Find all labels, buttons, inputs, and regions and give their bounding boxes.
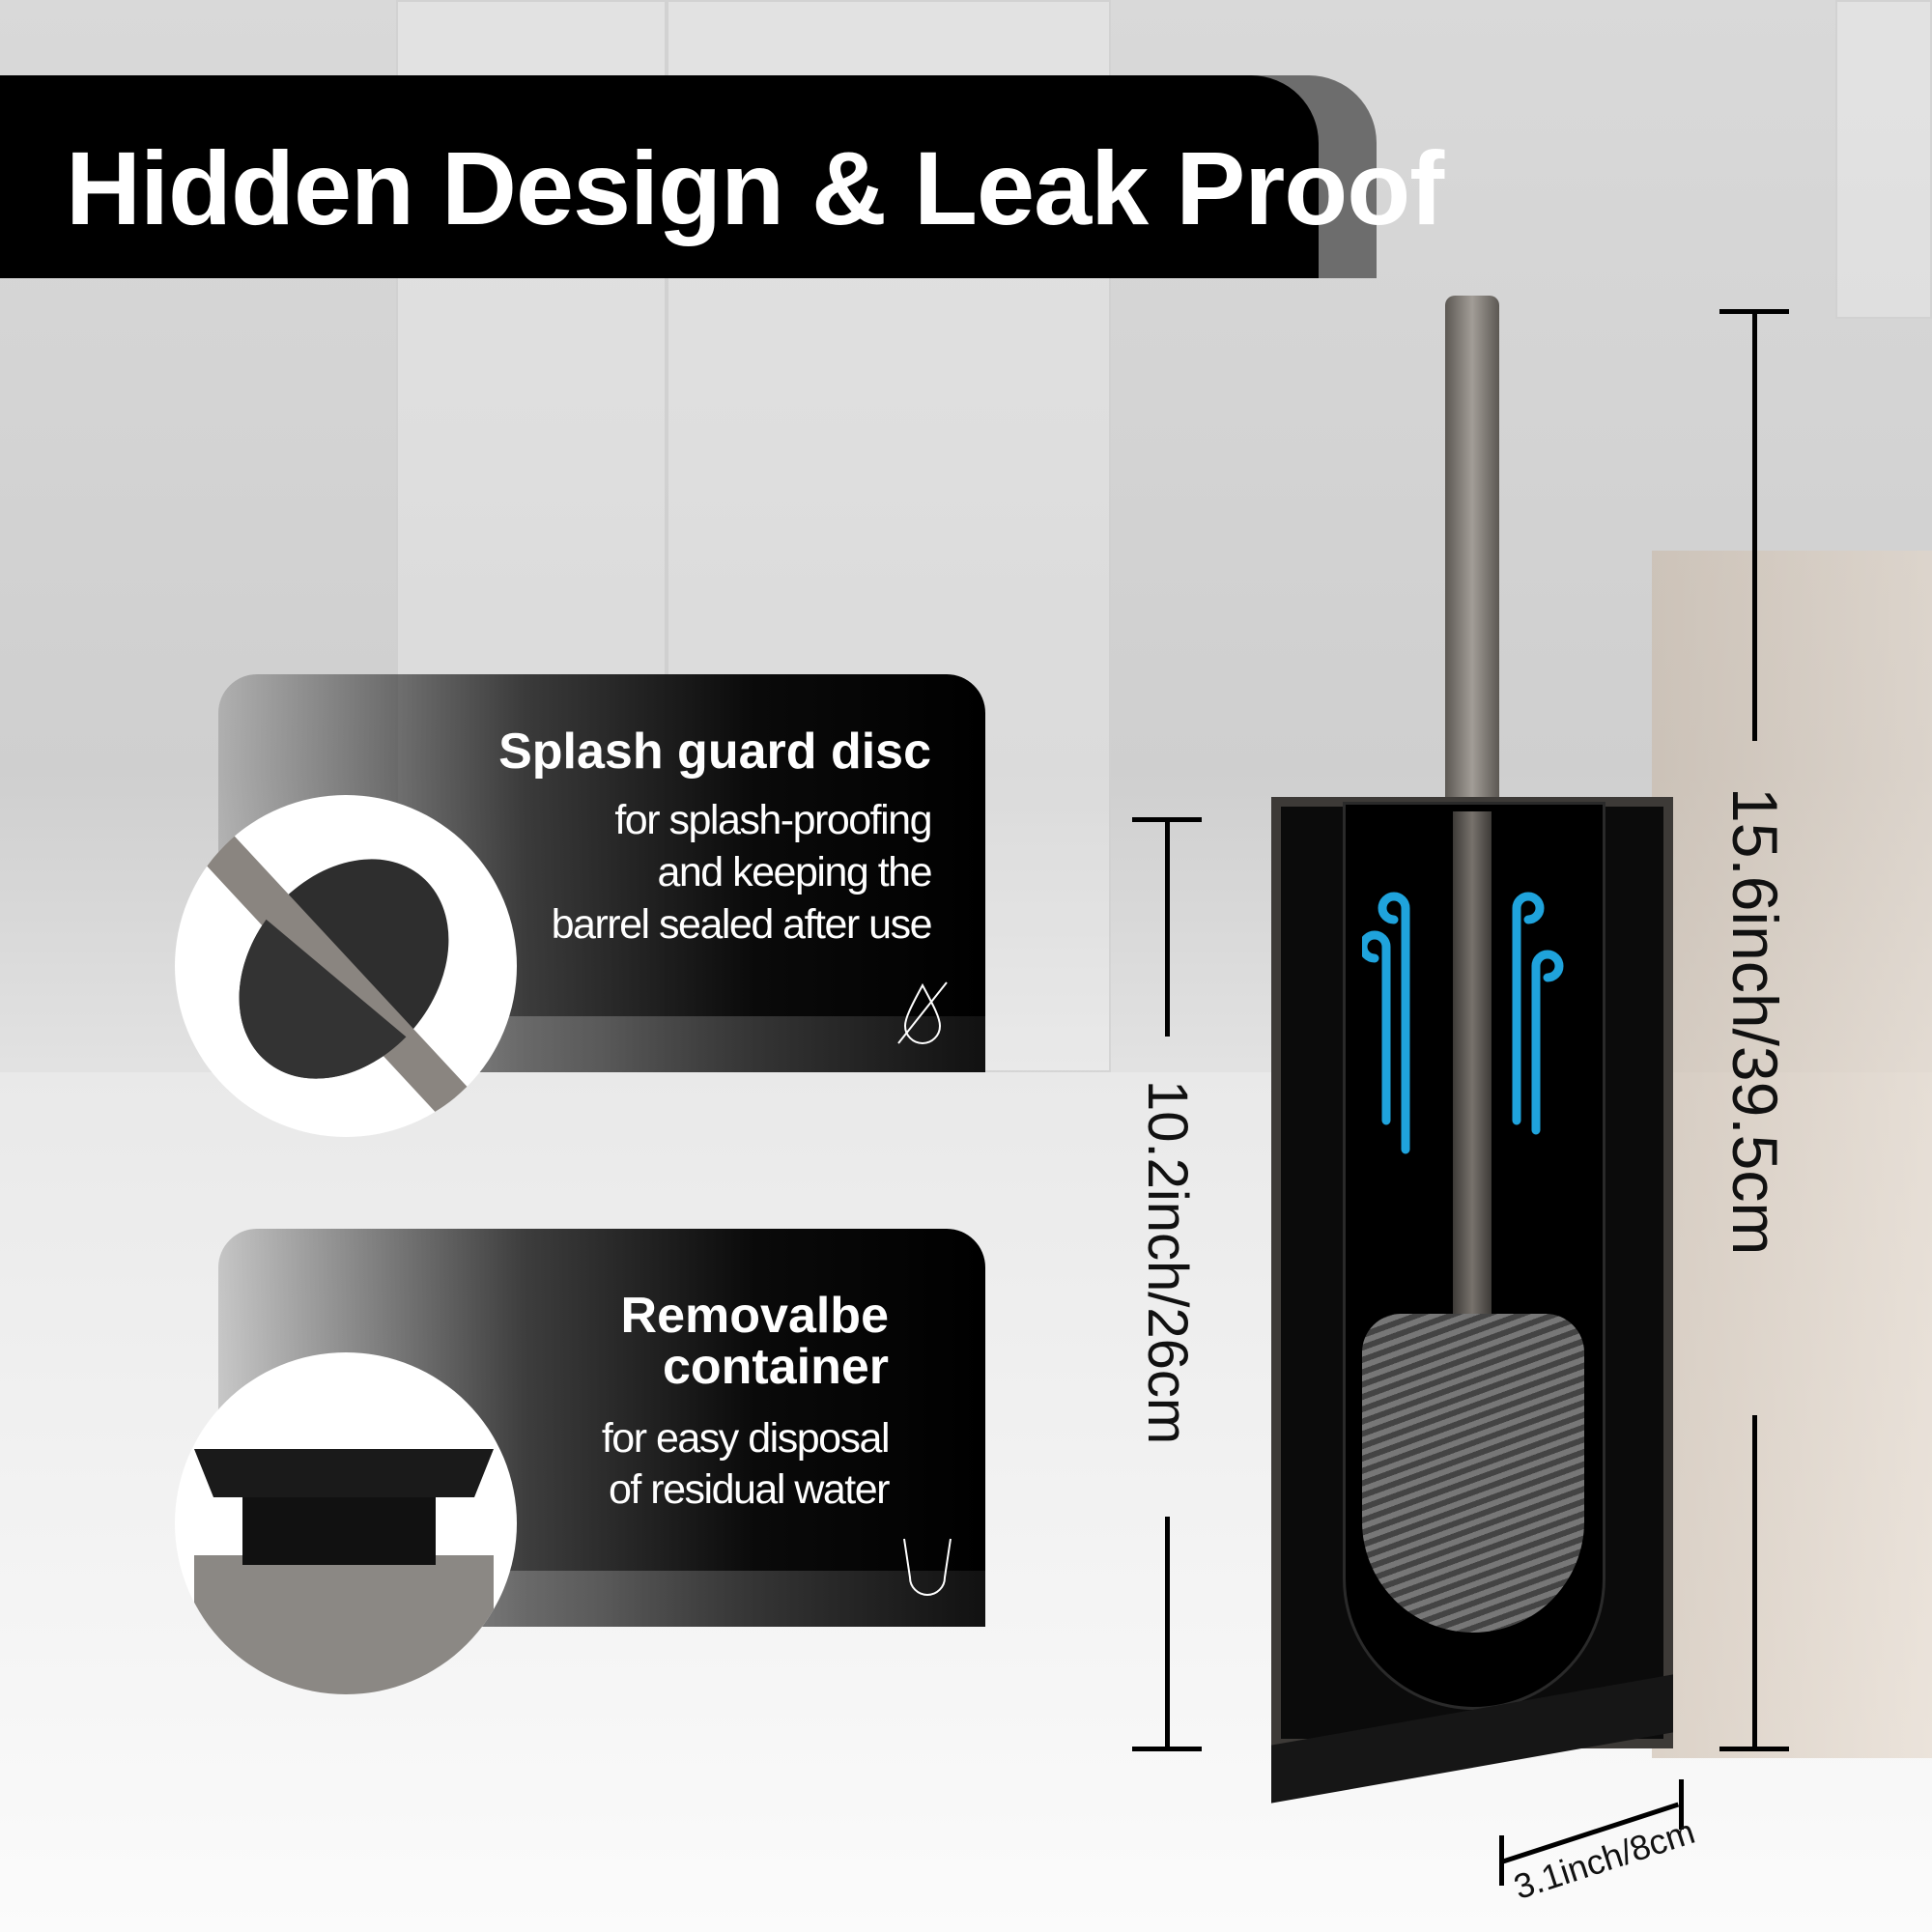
background-vanity bbox=[1652, 551, 1932, 1758]
dimension-cap bbox=[1719, 1747, 1789, 1751]
barrel-height-label: 10.2inch/26cm bbox=[1136, 1080, 1199, 1445]
feature-desc-line: for easy disposal bbox=[601, 1415, 891, 1462]
feature-desc-line: barrel sealed after use bbox=[551, 901, 933, 948]
u-trap-icon bbox=[903, 1538, 952, 1596]
dimension-line-total bbox=[1752, 311, 1757, 741]
background-cabinet bbox=[1835, 0, 1932, 319]
brush-stem bbox=[1453, 811, 1492, 1314]
feature-title: Splash guard disc bbox=[498, 724, 931, 780]
dimension-cap bbox=[1132, 1747, 1202, 1751]
brush-head bbox=[1362, 1314, 1584, 1633]
removable-container-image bbox=[175, 1352, 517, 1694]
feature-desc-line: and keeping the bbox=[657, 849, 932, 895]
feature-title-line: Removalbe bbox=[620, 1288, 889, 1344]
dimension-line-barrel bbox=[1165, 1517, 1170, 1748]
feature-title-line: container bbox=[662, 1339, 889, 1395]
splash-guard-disc-image bbox=[175, 795, 517, 1137]
dimension-line-total bbox=[1752, 1415, 1757, 1748]
airflow-icon bbox=[1362, 892, 1564, 1154]
feature-desc-line: of residual water bbox=[609, 1466, 891, 1513]
feature-desc-line: for splash-proofing bbox=[614, 797, 932, 843]
total-height-label: 15.6inch/39.5cm bbox=[1719, 787, 1791, 1256]
page-title: Hidden Design & Leak Proof bbox=[66, 129, 1444, 246]
no-drip-icon bbox=[897, 981, 948, 1044]
dimension-line-barrel bbox=[1165, 819, 1170, 1037]
title-banner bbox=[0, 75, 1319, 278]
dimension-cap bbox=[1679, 1779, 1684, 1830]
